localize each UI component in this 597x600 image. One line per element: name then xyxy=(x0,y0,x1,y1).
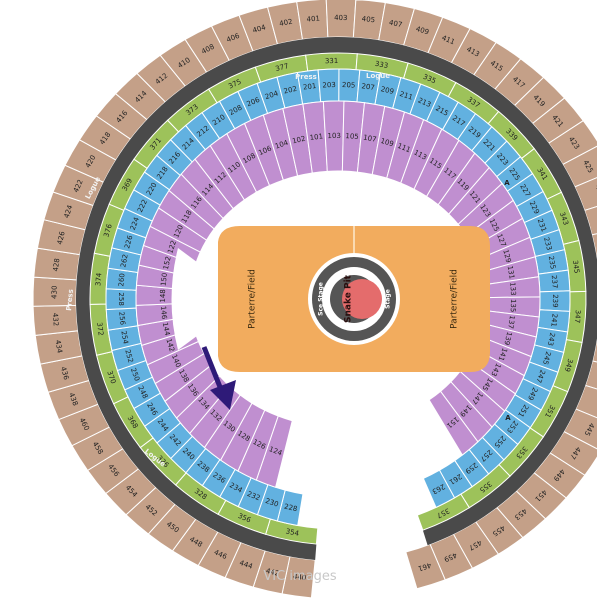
lower-section-label: 102 xyxy=(291,135,306,146)
upper-section-label: 407 xyxy=(388,19,403,30)
upper-section-label: 434 xyxy=(54,339,64,354)
club-section-label: 372 xyxy=(95,322,105,336)
club-section-label: 370 xyxy=(105,370,117,385)
upper-section-label: 403 xyxy=(334,14,347,22)
aisle-label-bottom: A xyxy=(505,414,511,422)
lower-section-label: 122 xyxy=(166,239,178,254)
upper-section-label: 426 xyxy=(56,230,67,245)
upper-section-label: 461 xyxy=(417,561,432,573)
mid-section-label: 245 xyxy=(541,350,552,365)
lower-section-151[interactable] xyxy=(428,390,479,456)
mid-section-263[interactable] xyxy=(422,469,456,509)
mid-level-ring: 2282302322342362382402422442462482502522… xyxy=(105,68,571,527)
stage-label-left: Sce Stage xyxy=(318,282,325,316)
club-section-label: 354 xyxy=(285,527,300,538)
club-section-label: 345 xyxy=(571,260,581,274)
club-section-label: 349 xyxy=(563,358,574,373)
mid-section-label: 202 xyxy=(283,85,298,96)
mid-section-label: 205 xyxy=(342,81,356,90)
mid-section-label: 233 xyxy=(542,236,553,251)
mid-section-label: 254 xyxy=(119,330,129,345)
mid-section-label: 258 xyxy=(117,292,125,305)
upper-section-label: 402 xyxy=(279,18,294,28)
snake-pit-label: Snake Pit xyxy=(344,274,354,323)
press-label-left: Press xyxy=(65,289,75,311)
mid-section-label: 204 xyxy=(264,89,280,101)
field-label-right: Parterre/Field xyxy=(450,269,460,329)
inner-cutout xyxy=(171,248,205,350)
mid-section-label: 252 xyxy=(123,349,134,364)
mid-section-label: 239 xyxy=(551,294,559,307)
mid-section-label: 209 xyxy=(380,85,395,96)
mid-section-label: 260 xyxy=(117,273,126,287)
mid-section-label: 262 xyxy=(119,254,129,269)
press-label-top: Press xyxy=(295,73,317,81)
upper-section-label: 440 xyxy=(292,573,306,583)
lower-section-label: 139 xyxy=(502,331,513,346)
club-section-label: 374 xyxy=(94,272,103,287)
lower-section-label: 150 xyxy=(160,272,170,286)
upper-section-label: 424 xyxy=(63,203,75,219)
upper-section-label: 404 xyxy=(252,23,268,35)
field-label-left: Parterre/Field xyxy=(248,269,258,329)
mid-section-label: 211 xyxy=(398,90,413,102)
lower-section-label: 152 xyxy=(162,256,173,271)
club-section-label: 347 xyxy=(573,309,582,323)
upper-section-label: 442 xyxy=(265,567,280,578)
stage-label-right: Stage xyxy=(385,289,392,309)
lower-section-label: 142 xyxy=(164,338,175,353)
mid-section-label: 226 xyxy=(123,234,134,250)
logue-label-top: Logue xyxy=(366,72,390,80)
mid-section-label: 243 xyxy=(546,332,556,347)
mid-section-label: 207 xyxy=(361,82,375,92)
mid-section-label: 237 xyxy=(550,275,559,289)
mid-section-label: 256 xyxy=(117,311,126,326)
club-section-label: 331 xyxy=(325,57,339,65)
lower-section-label: 148 xyxy=(159,289,167,303)
club-section-label: 333 xyxy=(374,60,389,70)
lower-section-label: 146 xyxy=(159,306,168,321)
upper-section-label: 432 xyxy=(51,313,60,327)
lower-section-label: 137 xyxy=(506,315,516,329)
club-section-label: 376 xyxy=(102,223,114,239)
mid-section-label: 241 xyxy=(549,313,558,327)
lower-section-label: 135 xyxy=(509,299,518,313)
aisle-label-top: A xyxy=(504,179,510,187)
lower-section-label: 133 xyxy=(508,282,517,296)
snake-pit[interactable]: Snake Pit xyxy=(342,274,382,323)
mid-section-label: 235 xyxy=(547,255,557,270)
mid-section-label: 230 xyxy=(264,497,279,509)
lower-section-label: 103 xyxy=(327,132,341,140)
lower-section-label: 144 xyxy=(161,322,171,337)
upper-section-label: 436 xyxy=(59,366,70,382)
lower-section-label: 109 xyxy=(380,137,395,148)
location-arrow xyxy=(201,346,236,410)
upper-section-label: 401 xyxy=(306,15,320,24)
mid-section-label: 201 xyxy=(303,82,317,92)
upper-section-label: 405 xyxy=(361,15,375,24)
lower-section-label: 129 xyxy=(501,249,512,264)
upper-section-label: 430 xyxy=(50,285,58,299)
mid-section-label: 228 xyxy=(283,503,298,514)
upper-section-label: 428 xyxy=(52,258,62,272)
lower-section-label: 101 xyxy=(309,132,323,142)
upper-section-label: 409 xyxy=(415,25,430,37)
lower-section-label: 131 xyxy=(506,265,516,280)
lower-section-label: 107 xyxy=(362,134,377,144)
club-section-label: 377 xyxy=(275,62,290,73)
lower-section-label: 105 xyxy=(345,132,359,141)
watermark: VIC images xyxy=(263,569,336,584)
mid-section-label: 203 xyxy=(322,81,336,90)
